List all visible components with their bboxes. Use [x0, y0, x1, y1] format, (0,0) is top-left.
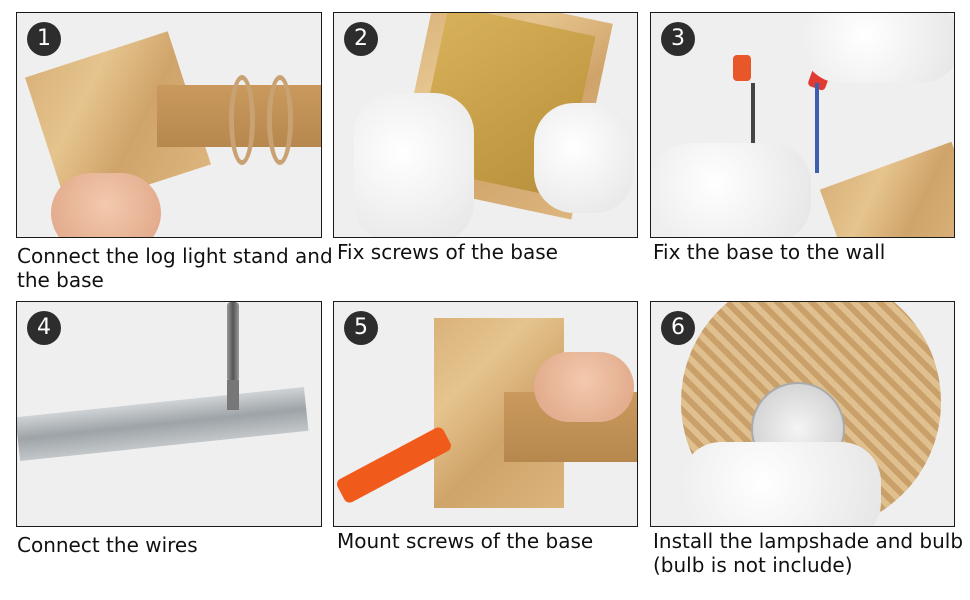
gloved-hand-top: [801, 13, 954, 83]
gloved-hand: [681, 442, 881, 526]
gloved-hand-right: [534, 103, 634, 213]
wire-nut-orange: [733, 55, 751, 81]
mounting-bracket: [17, 386, 309, 462]
step-5-caption: Mount screws of the base: [337, 529, 593, 553]
hand: [51, 173, 161, 237]
caption-line: (bulb is not include): [653, 553, 853, 577]
screw: [227, 380, 239, 410]
step-6-image: 6: [650, 301, 955, 527]
step-6-caption: Install the lampshade and bulb (bulb is …: [653, 529, 963, 577]
caption-line: Mount screws of the base: [337, 529, 594, 553]
step-2-caption: Fix screws of the base: [337, 240, 558, 264]
step-number-badge: 2: [344, 22, 378, 56]
caption-line: Fix screws of the base: [337, 240, 558, 264]
step-1-caption: Connect the log light stand and the base: [17, 244, 333, 292]
caption-line: Fix the base to the wall: [653, 240, 886, 264]
step-number-badge: 1: [27, 22, 61, 56]
wires: [751, 83, 819, 173]
step-4-image: 4: [16, 301, 322, 527]
step-number-badge: 3: [661, 22, 695, 56]
step-3-image: 3: [650, 12, 955, 238]
caption-line: Connect the log light stand and: [17, 244, 333, 268]
rope-wrap: [267, 75, 293, 165]
wooden-base: [819, 141, 954, 237]
caption-line: the base: [17, 268, 104, 292]
step-number-badge: 6: [661, 311, 695, 345]
hand: [534, 352, 634, 422]
step-2-image: 2: [333, 12, 638, 238]
step-3-caption: Fix the base to the wall: [653, 240, 885, 264]
step-1-image: 1: [16, 12, 322, 238]
screwdriver-shaft: [227, 302, 239, 382]
gloved-hand-left: [354, 93, 474, 237]
gloved-hand: [651, 143, 811, 237]
step-4-caption: Connect the wires: [17, 533, 198, 557]
step-5-image: 5: [333, 301, 638, 527]
step-number-badge: 4: [27, 311, 61, 345]
step-number-badge: 5: [344, 311, 378, 345]
rope-wrap: [229, 75, 255, 165]
caption-line: Install the lampshade and bulb: [653, 529, 964, 553]
caption-line: Connect the wires: [17, 533, 198, 557]
